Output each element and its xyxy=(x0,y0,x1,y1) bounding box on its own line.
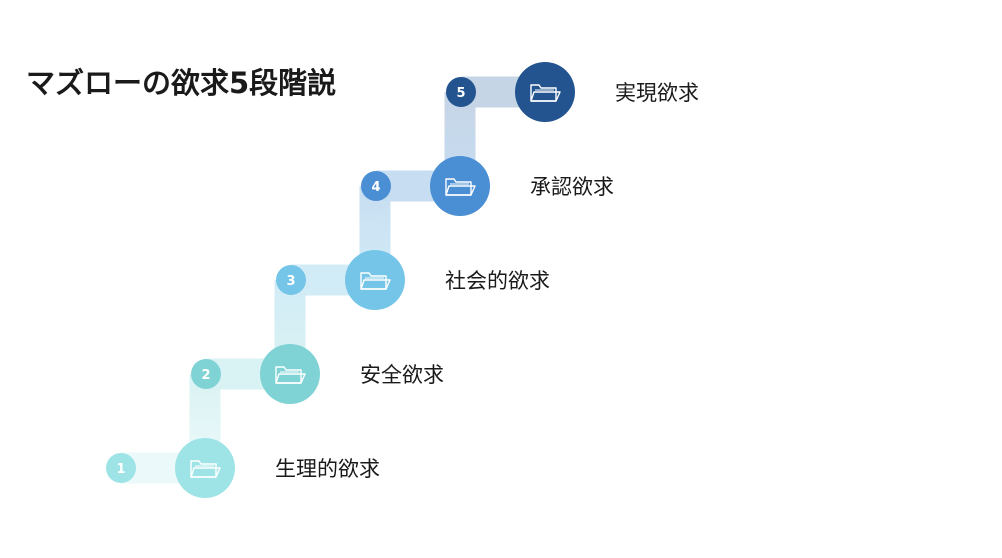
step-number-badge xyxy=(106,453,136,483)
step-number: 2 xyxy=(201,368,210,383)
folder-icon xyxy=(190,460,221,478)
folder-icon xyxy=(445,178,476,196)
step-label-1: 生理的欲求 xyxy=(275,457,380,481)
diagram-title: マズローの欲求5段階説 xyxy=(26,66,337,100)
step-3: 3 xyxy=(276,250,405,310)
step-label-2: 安全欲求 xyxy=(360,363,444,387)
step-label-5: 実現欲求 xyxy=(615,81,699,105)
step-number: 5 xyxy=(456,86,465,101)
folder-icon xyxy=(530,84,561,102)
step-number: 3 xyxy=(286,274,295,289)
step-number-badge xyxy=(276,265,306,295)
step-4: 4 xyxy=(361,156,490,216)
step-number-badge xyxy=(361,171,391,201)
step-label-4: 承認欲求 xyxy=(530,175,614,199)
step-number-badge xyxy=(191,359,221,389)
step-label-3: 社会的欲求 xyxy=(445,269,550,293)
step-1: 1 xyxy=(106,438,235,498)
step-nodes: 1 2 3 4 5 xyxy=(106,62,575,498)
step-5: 5 xyxy=(446,62,575,122)
folder-icon xyxy=(360,272,391,290)
folder-icon xyxy=(275,366,306,384)
step-number-badge xyxy=(446,77,476,107)
step-2: 2 xyxy=(191,344,320,404)
step-number: 4 xyxy=(371,180,380,195)
step-number: 1 xyxy=(116,462,125,477)
